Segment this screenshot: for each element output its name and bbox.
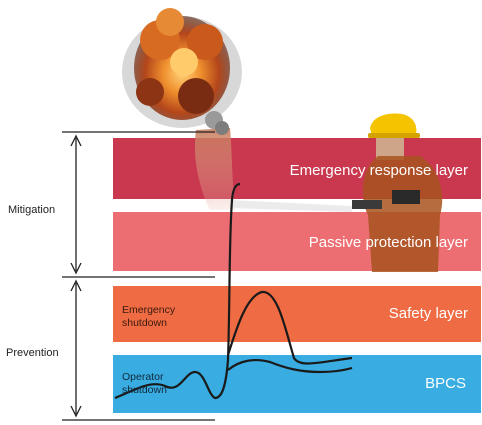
escalation-curve [114,182,241,400]
emergency-shutdown-label-line2: shutdown [122,317,167,329]
operator-shutdown-label-line2: shutdown [122,384,167,396]
safety-layer-label: Safety layer [389,305,468,322]
emergency-response-layer-label: Emergency response layer [290,162,468,179]
prevention-double-arrow [70,279,82,418]
bpcs-layer-band [113,355,481,413]
mitigation-double-arrow [70,134,82,275]
bpcs-response-curve [227,359,353,374]
bpcs-layer-label: BPCS [425,375,466,392]
safety-peak-curve [226,290,353,365]
firefighter-icon [230,113,443,272]
emergency-shutdown-label-line1: Emergency [122,304,176,316]
safety-layer-band [113,286,481,342]
fire-plume [194,128,235,210]
passive-protection-layer-label: Passive protection layer [309,234,468,251]
mitigation-label: Mitigation [8,204,55,216]
fire-explosion-icon [122,8,242,135]
operator-shutdown-label-line1: Operator [122,371,164,383]
prevention-label: Prevention [6,347,59,359]
